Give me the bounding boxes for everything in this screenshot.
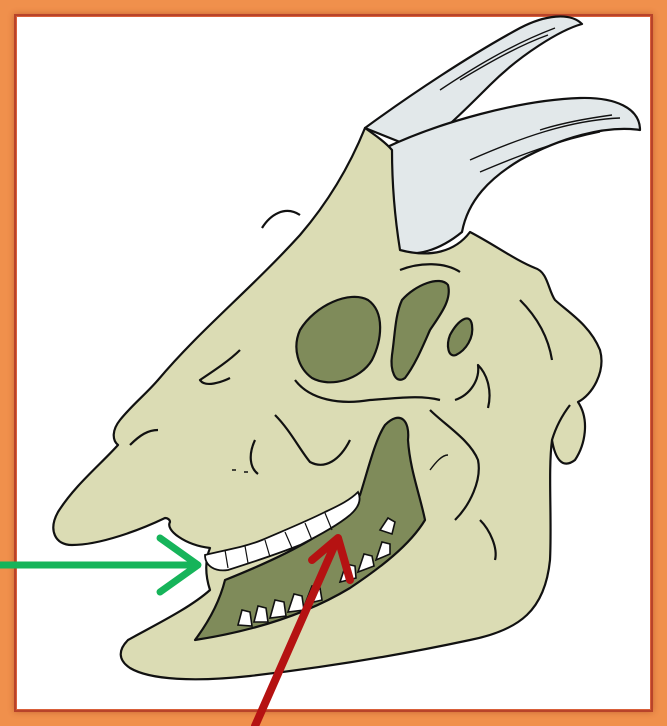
skull: [53, 128, 601, 679]
horns: [365, 16, 640, 253]
green-arrow: [0, 538, 198, 592]
